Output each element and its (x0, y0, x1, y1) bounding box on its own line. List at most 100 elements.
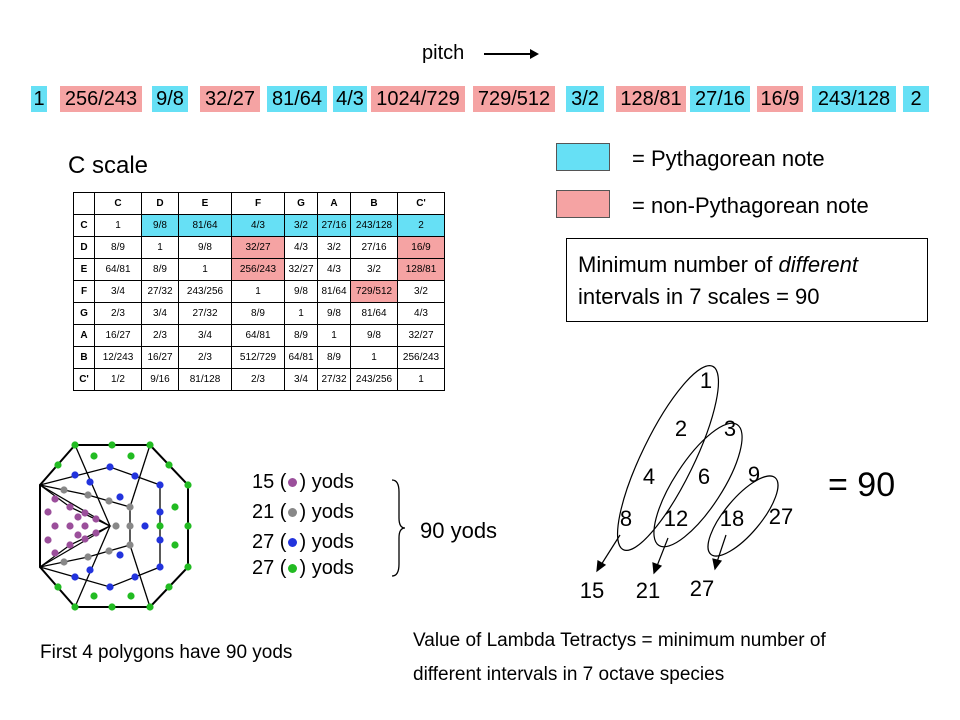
tetractys-result: = 90 (828, 466, 896, 504)
table-cell: 27/32 (141, 280, 179, 303)
table-cell: 1 (141, 236, 179, 259)
yod-dot (66, 503, 74, 511)
yod-dot (51, 522, 59, 530)
tetractys-number: 6 (698, 464, 710, 489)
row-header: A (73, 324, 95, 347)
yod-dot (86, 478, 94, 486)
table-cell: 1 (231, 280, 285, 303)
table-cell: 81/64 (350, 302, 398, 325)
tetractys-number: 12 (664, 506, 688, 531)
yod-dot (127, 592, 135, 600)
yod-dot (92, 515, 100, 523)
green-dot-icon (288, 564, 298, 574)
note-32-27: 32/27 (200, 86, 260, 112)
tetractys-number: 18 (720, 506, 744, 531)
column-header: A (317, 192, 351, 215)
row-header: D (73, 236, 95, 259)
table-cell: 1/2 (94, 368, 142, 391)
yod-dot (171, 541, 179, 549)
table-cell: 3/2 (284, 214, 318, 237)
tetractys-number: 1 (700, 368, 712, 393)
table-cell: 128/81 (397, 258, 445, 281)
legend-non-pythagorean-label: = non-Pythagorean note (632, 193, 869, 218)
table-cell: 27/16 (317, 214, 351, 237)
yod-count: 21 (252, 501, 275, 523)
ellipse-middle (653, 422, 743, 548)
table-cell: 3/4 (141, 302, 179, 325)
table-cell: 4/3 (397, 302, 445, 325)
table-cell: 64/81 (284, 346, 318, 369)
table-cell: 27/16 (350, 236, 398, 259)
row-header: C' (73, 368, 95, 391)
yod-dot (44, 508, 52, 516)
table-cell: 243/256 (178, 280, 232, 303)
grey-dot-icon (288, 508, 298, 518)
tetractys-sum: 21 (636, 578, 660, 603)
table-cell: 9/8 (141, 214, 179, 237)
info-line-1-emphasis: different (778, 252, 859, 277)
yod-dot (60, 558, 68, 566)
table-cell: 9/8 (178, 236, 232, 259)
table-cell: 243/128 (350, 214, 398, 237)
tetractys-sum: 15 (580, 578, 604, 603)
table-cell: 3/2 (350, 258, 398, 281)
tetractys-number: 8 (620, 506, 632, 531)
note-9-8: 9/8 (152, 86, 188, 112)
table-cell: 3/4 (178, 324, 232, 347)
table-cell: 1 (317, 324, 351, 347)
yod-count: 27 (252, 531, 275, 553)
row-header: F (73, 280, 95, 303)
table-cell: 256/243 (231, 258, 285, 281)
yods-brace-icon (391, 479, 406, 577)
info-line-2: intervals in 7 scales = 90 (578, 284, 820, 309)
yod-row-grey: 21 () yods (252, 501, 354, 523)
lambda-caption-line-2: different intervals in 7 octave species (413, 664, 725, 685)
table-cell: 9/8 (350, 324, 398, 347)
table-cell: 512/729 (231, 346, 285, 369)
pitch-label: pitch (422, 42, 465, 64)
table-cell: 12/243 (94, 346, 142, 369)
column-header: G (284, 192, 318, 215)
table-cell: 1 (350, 346, 398, 369)
column-header: F (231, 192, 285, 215)
yod-dot (156, 508, 164, 516)
yod-dot (92, 529, 100, 537)
table-cell: 32/27 (284, 258, 318, 281)
column-header: D (141, 192, 179, 215)
table-cell: 243/256 (350, 368, 398, 391)
yod-dot (146, 441, 154, 449)
table-cell: 16/27 (141, 346, 179, 369)
table-cell: 81/128 (178, 368, 232, 391)
yod-dot (156, 522, 164, 530)
yod-dot (105, 547, 113, 555)
legend-pythagorean-label: = Pythagorean note (632, 146, 825, 171)
note-16-9: 16/9 (757, 86, 803, 112)
column-header: C' (397, 192, 445, 215)
tetractys-arrows (596, 534, 727, 575)
table-cell: 1 (94, 214, 142, 237)
yod-dot (108, 603, 116, 611)
info-line-1-prefix: Minimum number of (578, 252, 779, 277)
legend-swatch-pythagorean (556, 143, 610, 171)
note-27-16: 27/16 (690, 86, 750, 112)
table-cell: 8/9 (231, 302, 285, 325)
yod-dot (90, 452, 98, 460)
yod-dot (66, 541, 74, 549)
yod-dot (146, 603, 154, 611)
table-cell: 81/64 (178, 214, 232, 237)
yod-dot (84, 553, 92, 561)
note-729-512: 729/512 (473, 86, 555, 112)
table-cell: 3/4 (284, 368, 318, 391)
yod-dot (108, 441, 116, 449)
table-cell: 27/32 (178, 302, 232, 325)
yod-label: yods (311, 501, 354, 523)
table-cell: 2/3 (231, 368, 285, 391)
table-cell: 3/2 (397, 280, 445, 303)
yod-dot (141, 522, 149, 530)
yod-dot (71, 573, 79, 581)
info-line-1: Minimum number of different (578, 252, 858, 278)
